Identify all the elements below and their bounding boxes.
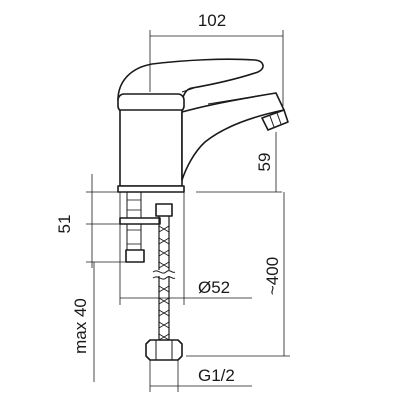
dim-max-thread: max 40: [71, 298, 90, 354]
dim-base-diameter: Ø52: [198, 278, 230, 297]
aerator: [261, 109, 289, 131]
dim-spout-reach: 102: [198, 11, 226, 30]
faucet-column: [119, 109, 183, 187]
braided-hose: [158, 216, 170, 342]
mounting-assembly: [119, 191, 183, 361]
hose-connector-top: [155, 203, 173, 217]
faucet-body: [117, 58, 289, 193]
dim-spout-height: 59: [255, 153, 274, 172]
faucet-base-ring: [117, 185, 185, 193]
fixing-washer: [119, 217, 161, 225]
spout: [181, 92, 285, 181]
dim-hose-length: ~400: [263, 257, 282, 295]
dim-hose-thread: G1/2: [198, 366, 235, 385]
hose-end-fitting: [145, 339, 183, 361]
dimension-lines: [86, 30, 290, 392]
lever-handle: [117, 58, 264, 101]
dim-base-thickness: 51: [55, 215, 74, 234]
fixing-nut: [125, 249, 145, 263]
